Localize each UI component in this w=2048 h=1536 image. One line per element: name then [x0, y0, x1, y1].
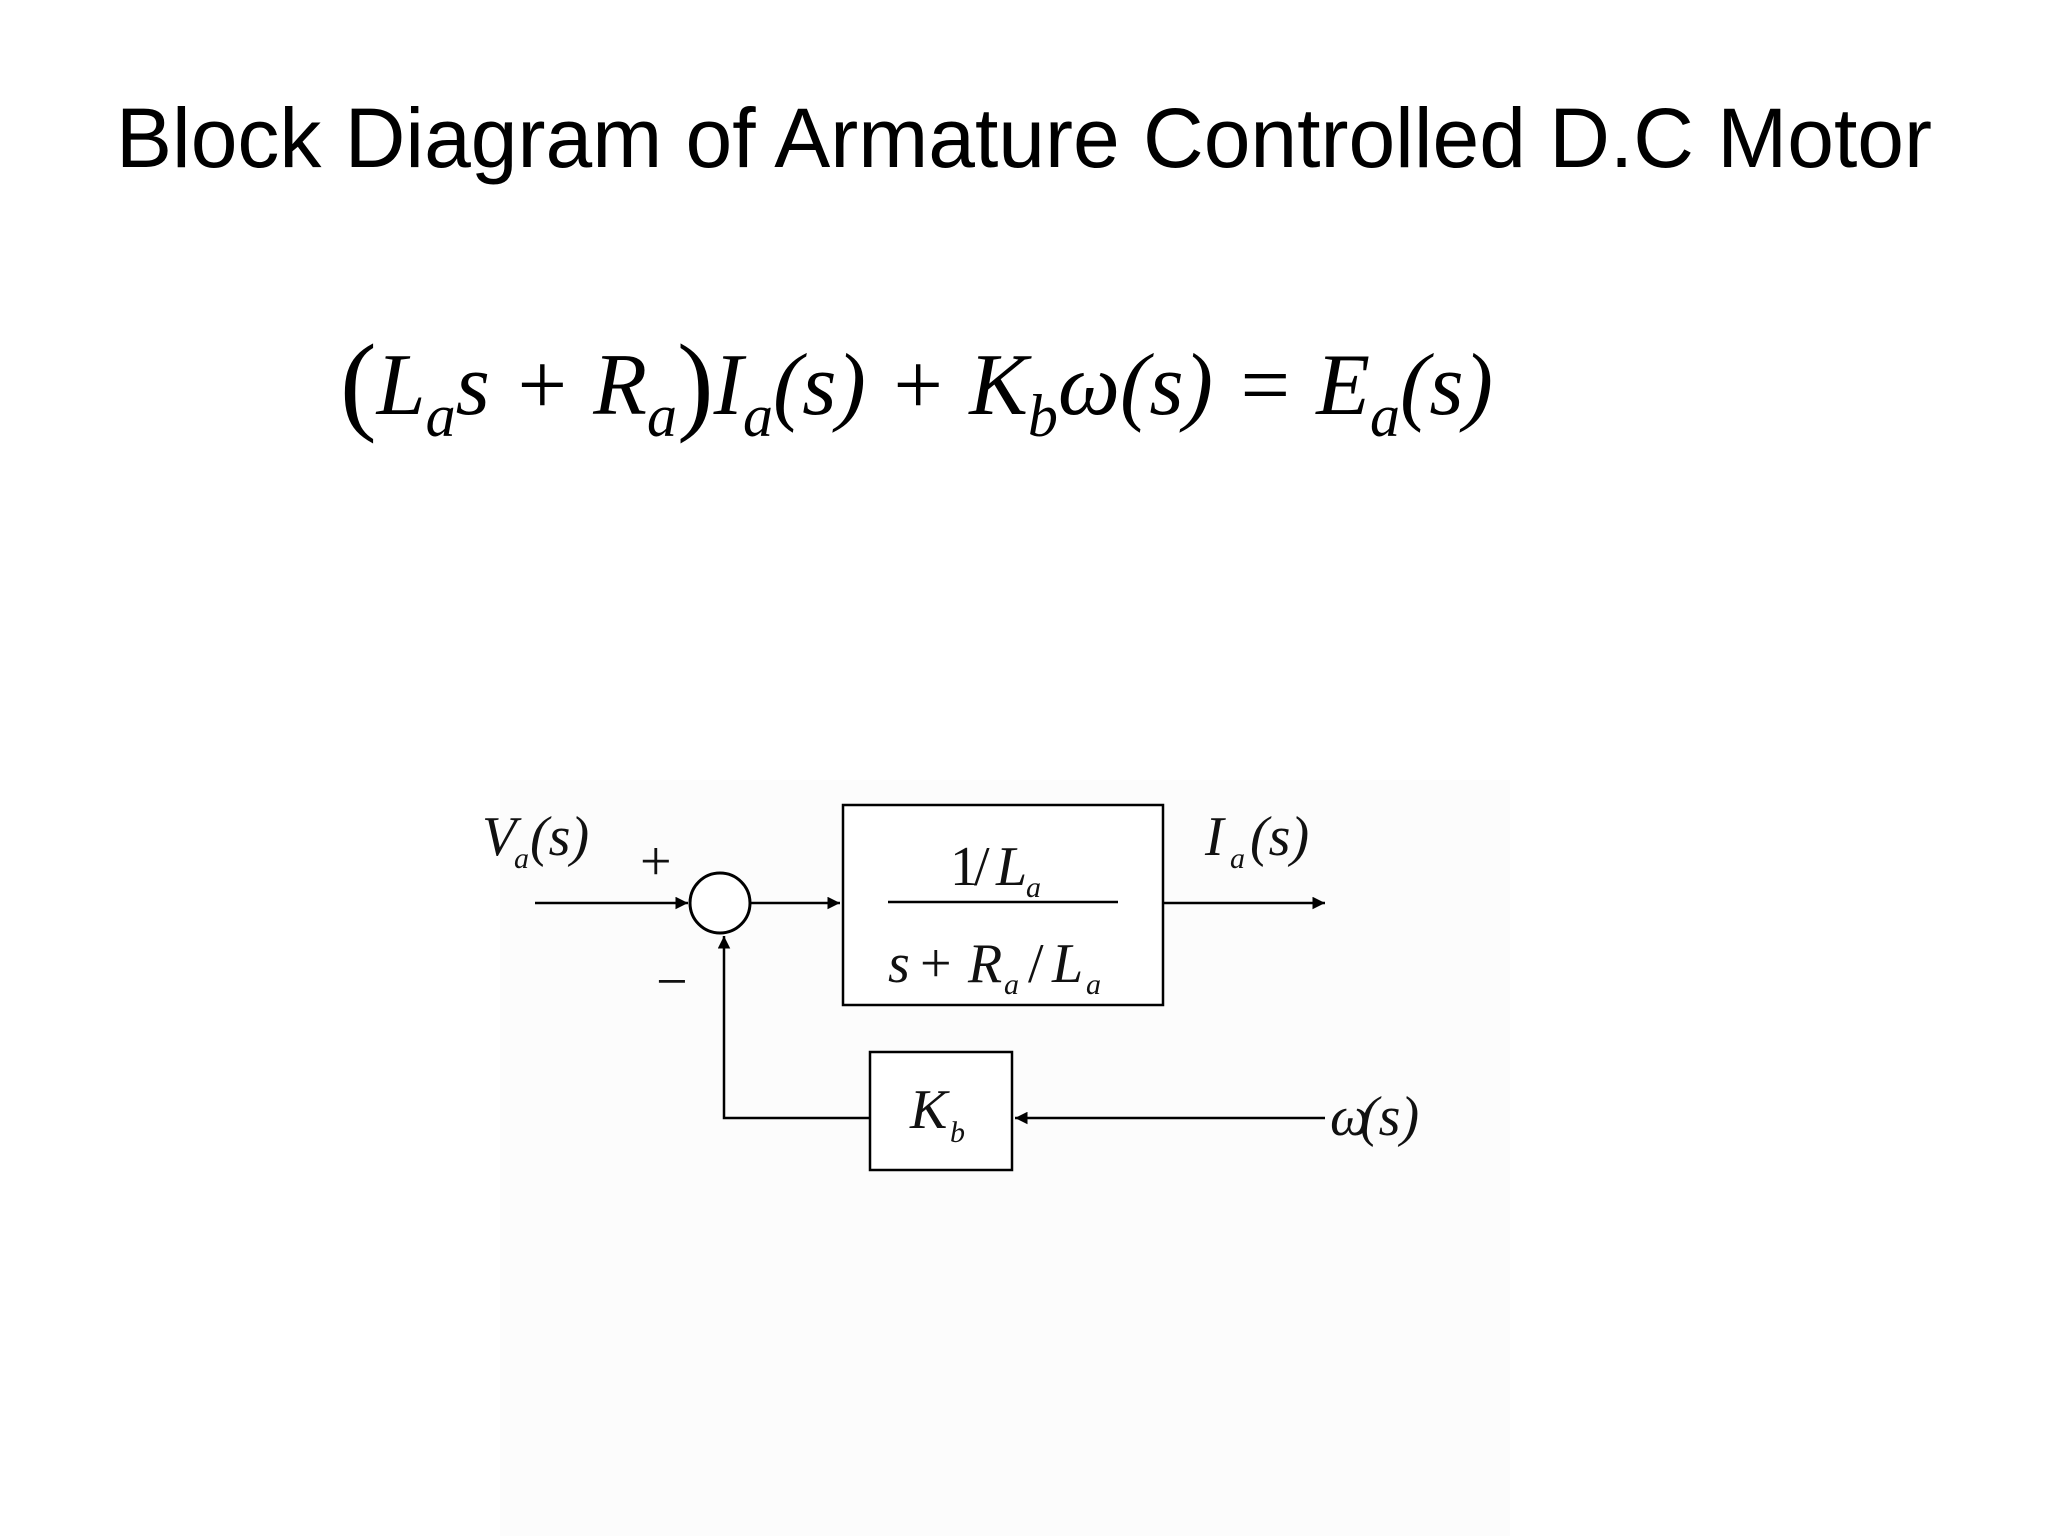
eq-ra: R: [593, 337, 647, 434]
block1-denominator: s + R a / L a: [888, 933, 1101, 1001]
den-plus: +: [920, 933, 952, 995]
omega-arg: (s): [1360, 1086, 1419, 1148]
eq-ea: E: [1316, 337, 1371, 434]
num-l: L: [995, 836, 1027, 898]
transfer-function-block: [841, 803, 1165, 1007]
output-sub: a: [1230, 842, 1245, 875]
plus-sign: +: [640, 831, 672, 893]
eq-kb: K: [969, 337, 1028, 434]
armature-equation: (Las + Ra)Ia(s) + Kbω(s) = Ea(s): [340, 320, 1493, 451]
input-sub: a: [514, 842, 529, 875]
eq-ia: I: [713, 337, 743, 434]
den-r-sub: a: [1004, 968, 1019, 1001]
eq-ra-sub: a: [647, 383, 677, 449]
input-main: V: [482, 806, 522, 868]
eq-s-plus: s +: [455, 337, 594, 434]
summing-junction: [688, 871, 752, 935]
feedback-path: [717, 936, 870, 1120]
eq-ea-arg: (s): [1400, 337, 1493, 434]
den-slash: /: [1028, 933, 1044, 995]
den-l-sub: a: [1086, 968, 1101, 1001]
omega-label: ω (s): [1330, 1086, 1419, 1148]
feedback-block-label: K b: [909, 1079, 965, 1149]
eq-ia-arg: (s) +: [772, 337, 970, 434]
eq-la: L: [376, 337, 426, 434]
eq-la-sub: a: [425, 383, 456, 449]
output-arg: (s): [1250, 806, 1309, 868]
output-main: I: [1204, 806, 1226, 868]
num-one: 1: [950, 836, 978, 898]
eq-ea-sub: a: [1370, 383, 1401, 449]
den-s: s: [888, 933, 910, 995]
minus-sign: −: [656, 951, 688, 1013]
den-l: L: [1051, 933, 1083, 995]
input-label: V a (s): [482, 806, 589, 875]
num-slash: /: [974, 836, 990, 898]
feedback-block: [868, 1050, 1014, 1172]
den-r: R: [967, 933, 1002, 995]
feedback-main: K: [909, 1079, 950, 1141]
slide-title: Block Diagram of Armature Controlled D.C…: [116, 91, 1932, 185]
eq-omega: ω(s) =: [1057, 337, 1317, 434]
output-label: I a (s): [1204, 806, 1309, 875]
eq-ia-sub: a: [742, 383, 773, 449]
eq-open-paren: (: [340, 322, 377, 444]
eq-close-paren: ): [677, 322, 714, 444]
eq-kb-sub: b: [1027, 383, 1058, 449]
block1-numerator: 1 / L a: [950, 836, 1041, 904]
omega-main: ω: [1330, 1086, 1370, 1148]
feedback-sub: b: [950, 1116, 965, 1149]
input-arg: (s): [530, 806, 589, 868]
num-l-sub: a: [1026, 871, 1041, 904]
